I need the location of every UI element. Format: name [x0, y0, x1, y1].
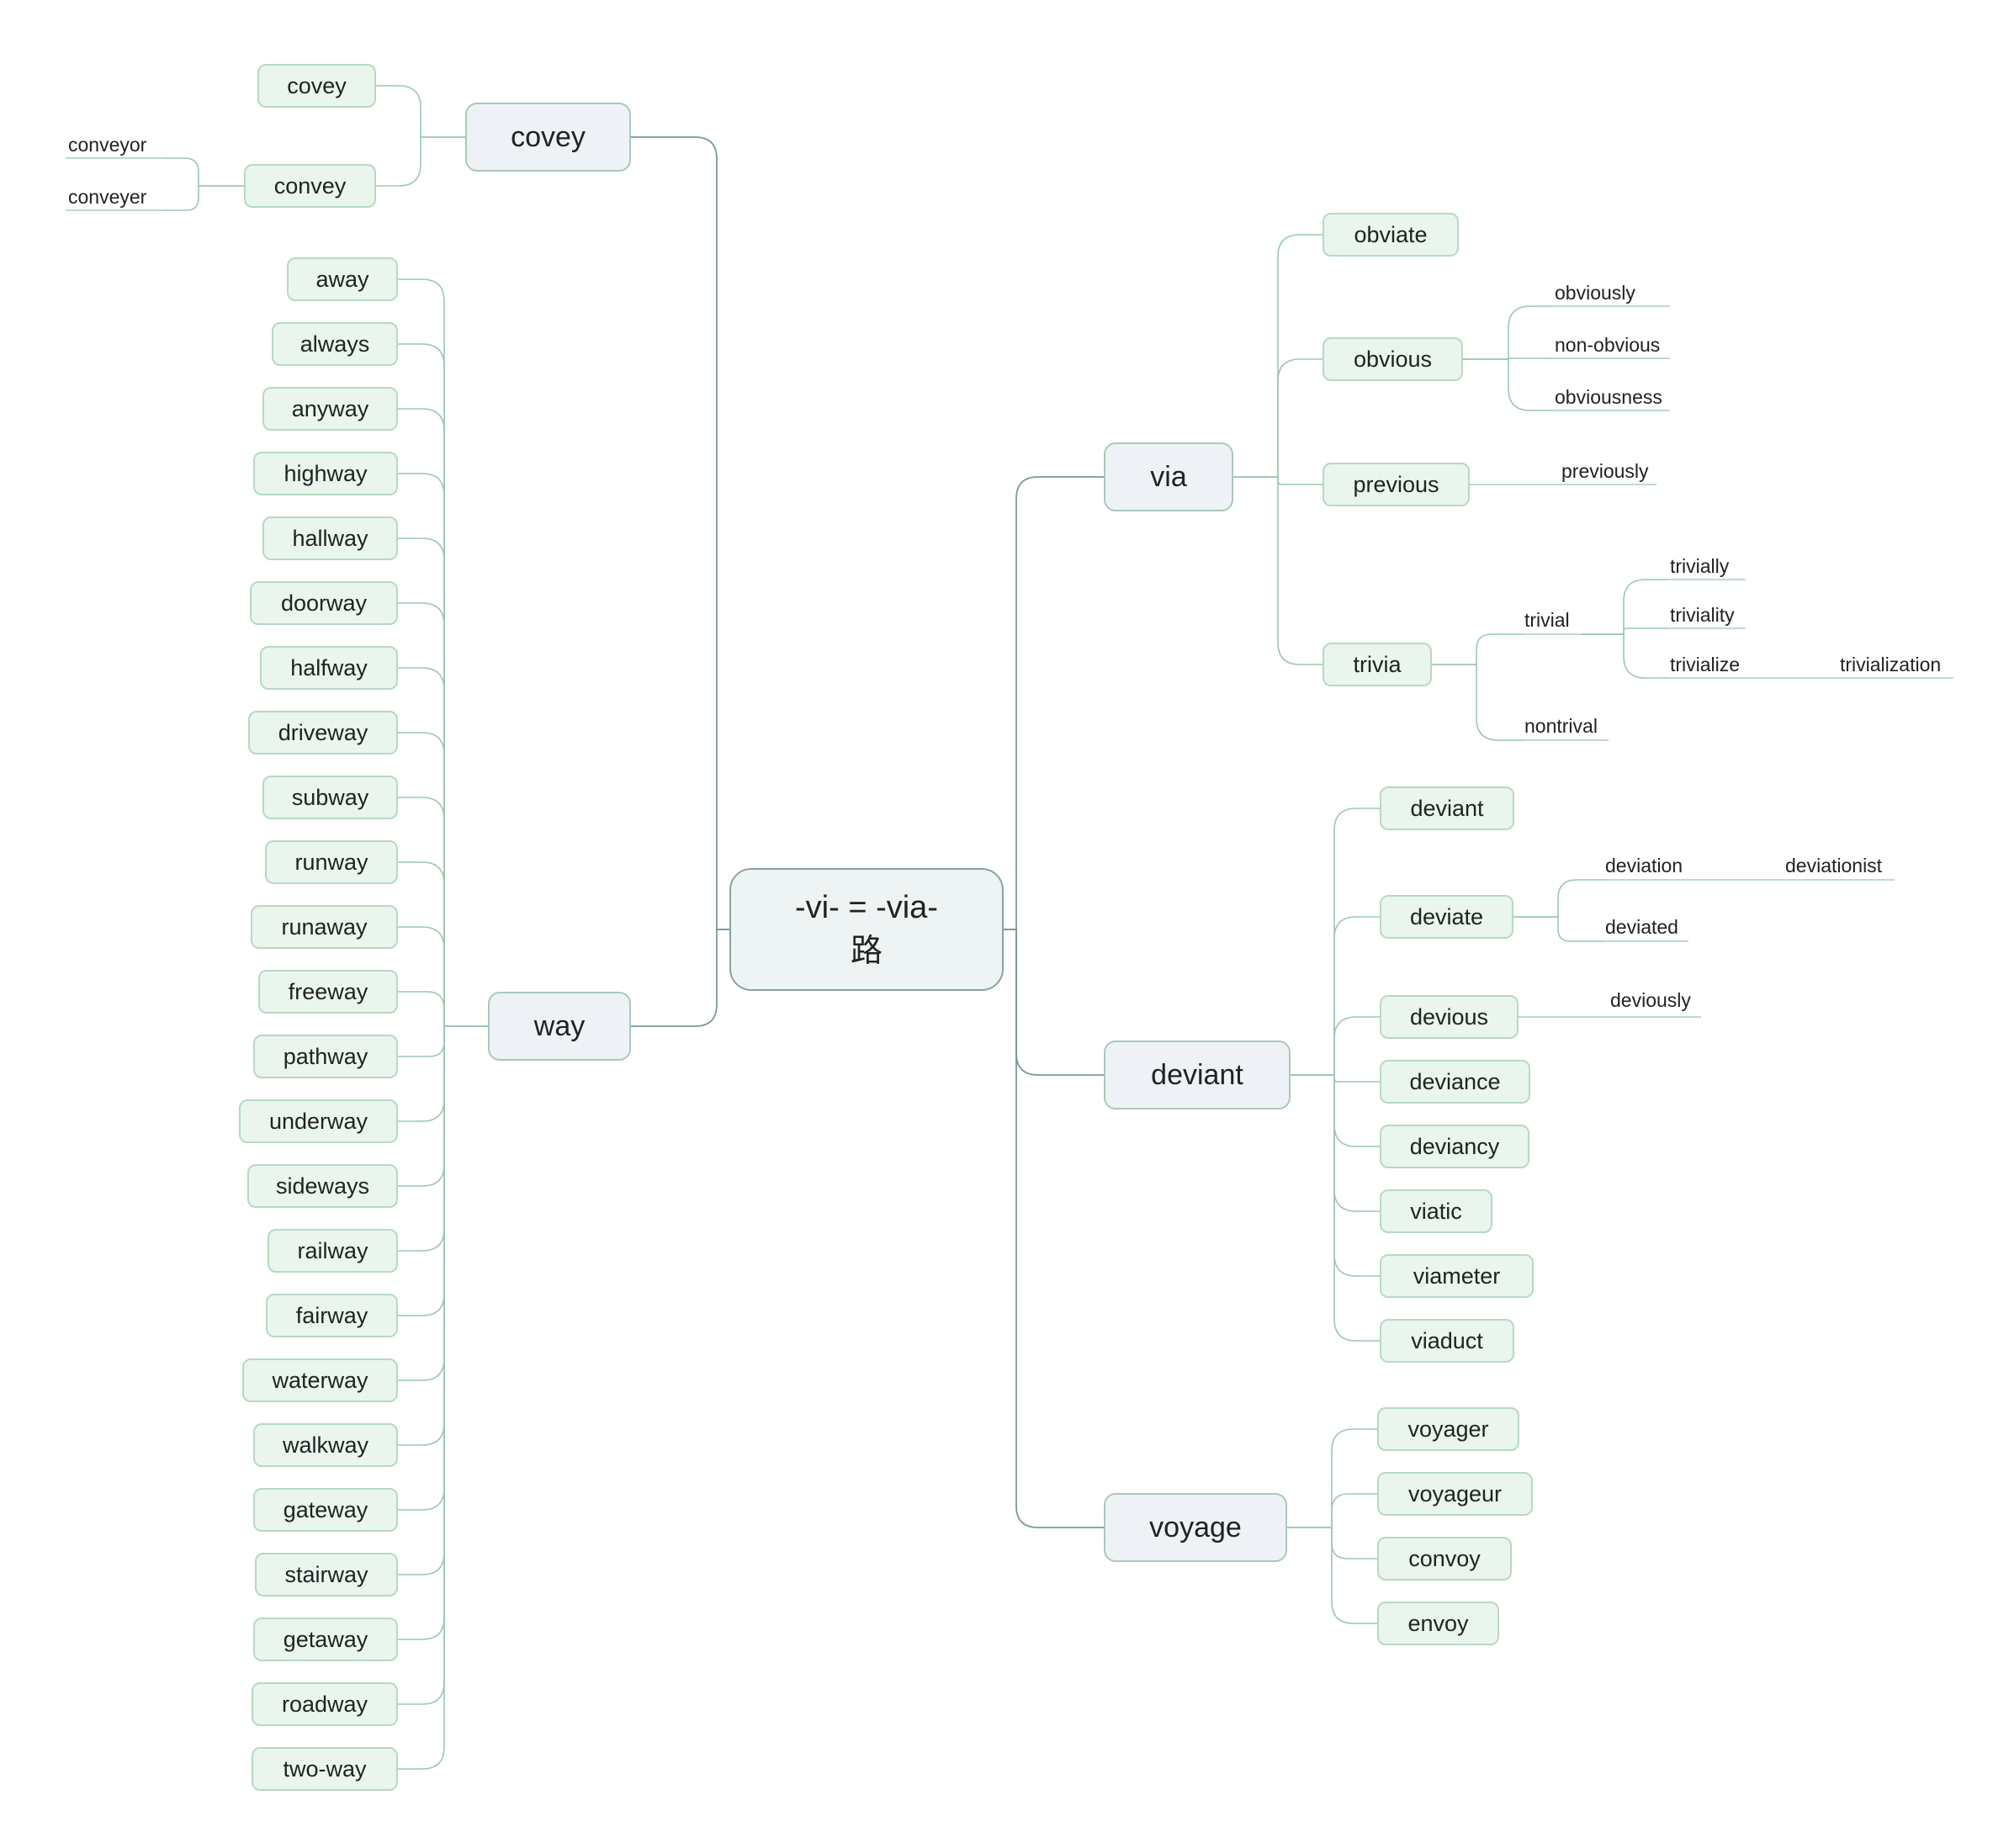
topic-way[interactable]: way	[488, 992, 631, 1061]
subtopic-stairway[interactable]: stairway	[255, 1553, 398, 1596]
central-topic-line1: -vi- = -via-	[795, 890, 938, 925]
subtopic-subway[interactable]: subway	[262, 776, 398, 819]
subtopic-runway[interactable]: runway	[265, 840, 398, 884]
subtopic-getaway[interactable]: getaway	[253, 1618, 398, 1661]
leaf-obviousness: obviousness	[1555, 386, 1662, 408]
subtopic-envoy[interactable]: envoy	[1377, 1602, 1499, 1645]
subtopic-viameter[interactable]: viameter	[1380, 1254, 1534, 1298]
leaf-trivialize: trivialize	[1670, 654, 1741, 675]
subtopic-voyageur[interactable]: voyageur	[1377, 1472, 1533, 1516]
leaf-nontrival: nontrival	[1524, 715, 1598, 737]
leaf-deviated: deviated	[1605, 916, 1678, 938]
topic-deviant[interactable]: deviant	[1104, 1040, 1291, 1109]
subtopic-anyway[interactable]: anyway	[262, 387, 398, 431]
subtopic-pathway[interactable]: pathway	[253, 1035, 398, 1078]
leaf-conveyor: conveyor	[68, 134, 147, 156]
subtopic-convey[interactable]: convey	[244, 164, 376, 208]
subtopic-viaduct[interactable]: viaduct	[1380, 1319, 1514, 1363]
leaf-conveyer: conveyer	[68, 186, 147, 208]
topic-via[interactable]: via	[1104, 442, 1233, 511]
leaf-deviationist: deviationist	[1785, 855, 1883, 876]
subtopic-two-way[interactable]: two-way	[252, 1747, 398, 1791]
subtopic-covey[interactable]: covey	[257, 64, 376, 108]
subtopic-waterway[interactable]: waterway	[242, 1358, 398, 1402]
subtopic-underway[interactable]: underway	[239, 1099, 398, 1143]
topic-covey[interactable]: covey	[465, 103, 631, 172]
subtopic-fairway[interactable]: fairway	[266, 1294, 398, 1337]
leaf-trivially: trivially	[1670, 555, 1730, 577]
leaf-deviously: deviously	[1610, 989, 1691, 1011]
subtopic-deviance[interactable]: deviance	[1380, 1060, 1530, 1104]
subtopic-walkway[interactable]: walkway	[253, 1423, 398, 1467]
subtopic-away[interactable]: away	[287, 257, 398, 301]
central-topic-line2: 路	[850, 934, 883, 969]
subtopic-doorway[interactable]: doorway	[250, 581, 398, 625]
subtopic-runaway[interactable]: runaway	[251, 905, 398, 949]
subtopic-voyager[interactable]: voyager	[1377, 1407, 1519, 1451]
subtopic-obviate[interactable]: obviate	[1323, 213, 1459, 257]
leaf-obviously: obviously	[1555, 282, 1635, 304]
subtopic-railway[interactable]: railway	[268, 1229, 398, 1273]
subtopic-gateway[interactable]: gateway	[253, 1488, 398, 1532]
subtopic-convoy[interactable]: convoy	[1377, 1537, 1512, 1581]
subtopic-always[interactable]: always	[272, 322, 398, 366]
leaf-previously: previously	[1561, 460, 1649, 482]
subtopic-previous[interactable]: previous	[1323, 463, 1470, 506]
leaf-trivialization: trivialization	[1840, 654, 1942, 675]
subtopic-highway[interactable]: highway	[253, 452, 398, 495]
subtopic-obvious[interactable]: obvious	[1323, 337, 1463, 381]
leaf-trivial: trivial	[1524, 609, 1570, 631]
subtopic-roadway[interactable]: roadway	[252, 1682, 398, 1726]
subtopic-sideways[interactable]: sideways	[247, 1164, 398, 1208]
subtopic-deviant[interactable]: deviant	[1380, 786, 1514, 830]
subtopic-devious[interactable]: devious	[1380, 995, 1519, 1039]
subtopic-halfway[interactable]: halfway	[260, 646, 398, 690]
leaf-triviality: triviality	[1670, 604, 1735, 626]
leaf-non-obvious: non-obvious	[1555, 334, 1661, 356]
leaf-deviation: deviation	[1605, 855, 1683, 876]
subtopic-deviancy[interactable]: deviancy	[1380, 1125, 1529, 1168]
subtopic-driveway[interactable]: driveway	[248, 711, 398, 755]
subtopic-trivia[interactable]: trivia	[1323, 643, 1432, 686]
subtopic-freeway[interactable]: freeway	[258, 970, 398, 1014]
topic-voyage[interactable]: voyage	[1104, 1493, 1287, 1562]
central-topic[interactable]: -vi- = -via- 路	[729, 868, 1004, 991]
subtopic-deviate[interactable]: deviate	[1380, 895, 1513, 939]
subtopic-hallway[interactable]: hallway	[262, 516, 398, 560]
subtopic-viatic[interactable]: viatic	[1380, 1189, 1492, 1233]
